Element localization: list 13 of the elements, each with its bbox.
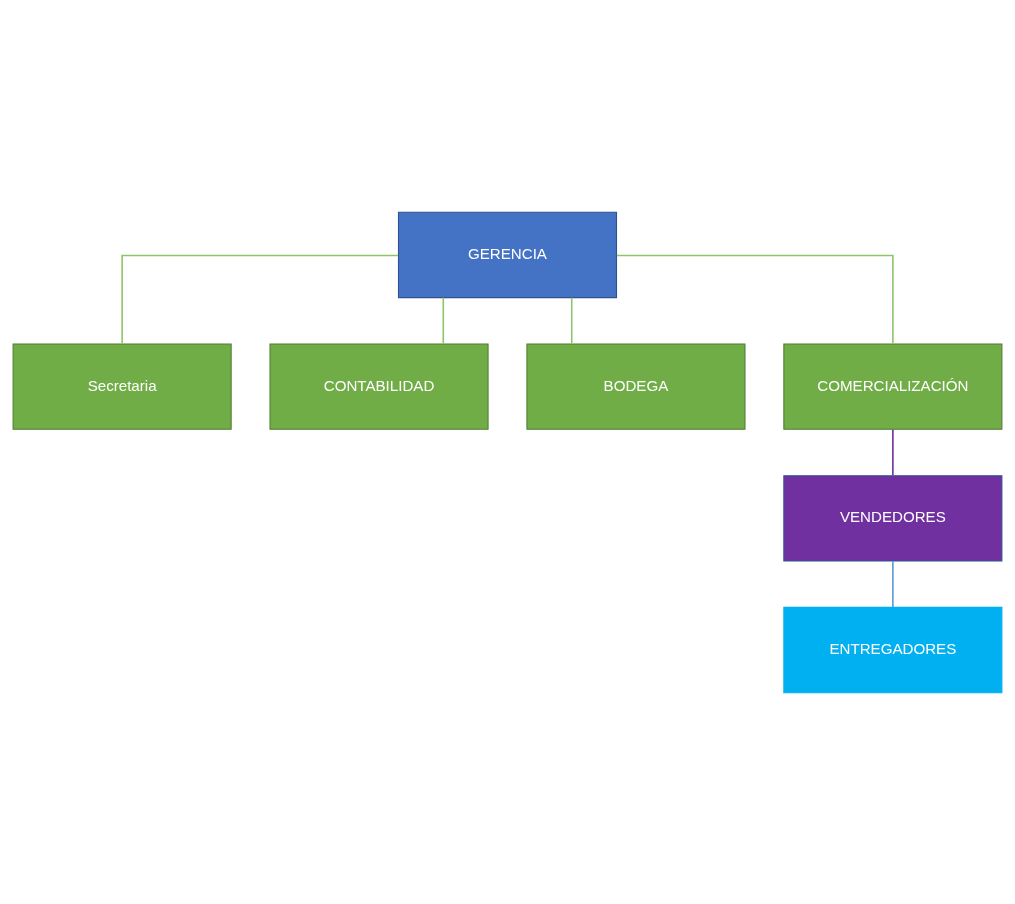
node-box: BODEGA <box>526 342 746 430</box>
node-box: VENDEDORES <box>783 474 1003 562</box>
node-box: GERENCIA <box>397 211 618 298</box>
connector <box>570 296 573 344</box>
connector <box>892 559 894 608</box>
node-box: ENTREGADORES <box>783 606 1003 693</box>
node-box: Secretaria <box>12 342 232 430</box>
connector <box>892 428 894 476</box>
connector <box>121 254 399 344</box>
node-box: CONTABILIDAD <box>269 342 489 430</box>
node-box: COMERCIALIZACIÓN <box>783 342 1003 430</box>
connector <box>616 254 894 344</box>
connector <box>442 296 445 344</box>
